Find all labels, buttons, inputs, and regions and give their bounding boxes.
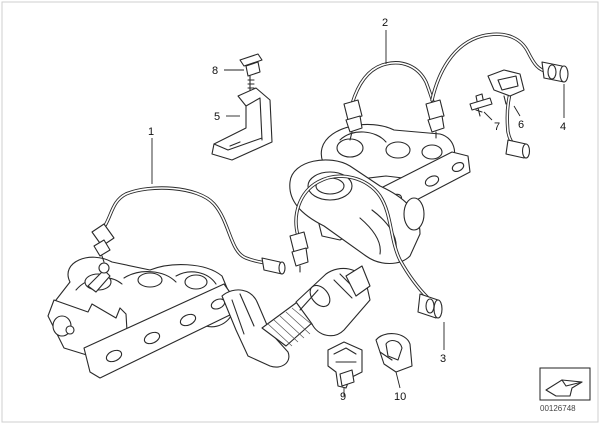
exhaust-manifold-front: [47, 256, 237, 379]
callout-2: 2: [382, 17, 388, 29]
screw-8: [239, 53, 263, 95]
callout-8: 8: [212, 65, 218, 77]
document-number: 00126748: [540, 404, 576, 413]
oxygen-sensor-3: [289, 174, 443, 319]
sensor-bracket-6: [487, 69, 525, 105]
callout-6: 6: [518, 119, 524, 131]
oxygen-sensor-4: [430, 32, 569, 159]
screw-7: [469, 93, 493, 117]
callout-7: 7: [494, 121, 500, 133]
oxygen-sensor-2: [343, 61, 445, 141]
exhaust-manifold-rear: [289, 123, 471, 265]
catalog-logo-box: [539, 367, 591, 401]
callout-3: 3: [440, 353, 446, 365]
callout-10: 10: [394, 391, 406, 403]
bracket-5: [211, 87, 273, 161]
leader-lines: [151, 30, 565, 396]
callout-9: 9: [340, 391, 346, 403]
clip-9: [327, 341, 363, 389]
callout-labels: 1 2 3 4 5 6 7 8 9 10: [148, 17, 566, 403]
clip-10: [375, 333, 413, 373]
callout-1: 1: [148, 126, 154, 138]
callout-5: 5: [214, 111, 220, 123]
oxygen-sensor-1: [91, 186, 286, 275]
callout-4: 4: [560, 121, 566, 133]
catalytic-converter-front: [221, 265, 371, 368]
